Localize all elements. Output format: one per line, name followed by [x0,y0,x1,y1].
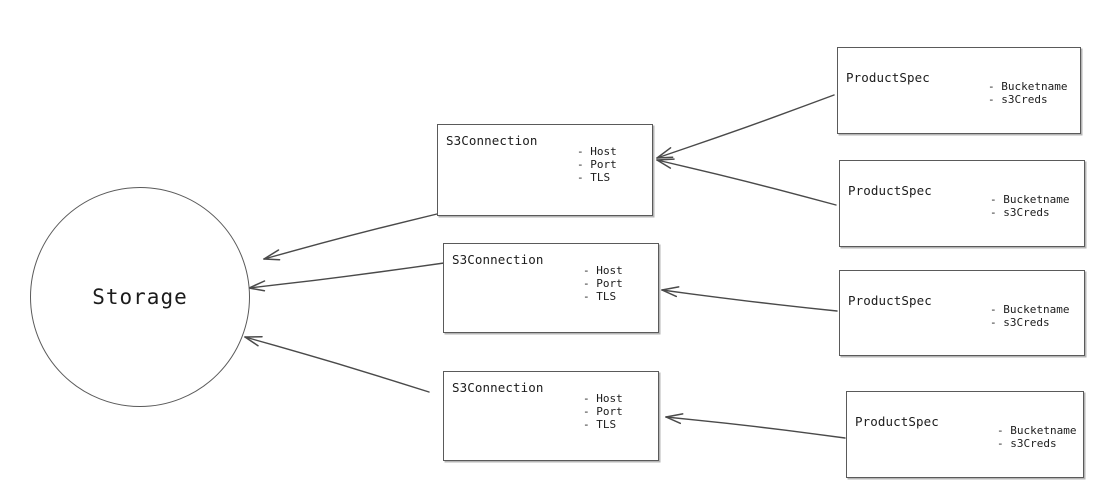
connection-box-1-attr-3: - TLS [577,171,611,184]
spec-box-4-attr-1: - Bucketname [997,424,1077,437]
spec-box-3-attr-2: - s3Creds [990,316,1050,329]
arrow-spec4-to-conn3 [665,413,846,439]
arrow-conn2-to-storage [248,262,445,292]
connection-box-3-title: S3Connection [452,380,544,395]
connection-box-1-attributes: - Host- Port- TLS [577,145,617,184]
spec-box-4-attr-2: - s3Creds [997,437,1057,450]
connection-box-2-attr-2: - Port [583,277,623,290]
connection-box-2-attributes: - Host- Port- TLS [583,264,623,303]
connection-box-1-attr-1: - Host [577,145,617,158]
arrow-spec2-to-conn1 [656,158,837,206]
spec-box-4-attributes: - Bucketname- s3Creds [997,424,1076,450]
spec-box-1-attr-1: - Bucketname [988,80,1068,93]
spec-box-3-title: ProductSpec [848,293,932,308]
spec-box-1[interactable]: ProductSpec - Bucketname- s3Creds [837,47,1081,134]
arrow-spec3-to-conn2 [661,286,838,312]
spec-box-3-attributes: - Bucketname- s3Creds [990,303,1069,329]
connection-box-3-attributes: - Host- Port- TLS [583,392,623,431]
arrow-conn1-to-storage [263,213,438,261]
spec-box-2-attr-2: - s3Creds [990,206,1050,219]
spec-box-2-attributes: - Bucketname- s3Creds [990,193,1069,219]
spec-box-3-attr-1: - Bucketname [990,303,1070,316]
arrow-spec1-to-conn1 [656,94,835,159]
connection-box-1[interactable]: S3Connection - Host- Port- TLS [437,124,653,216]
connection-box-2-attr-3: - TLS [583,290,617,303]
spec-box-2-attr-1: - Bucketname [990,193,1070,206]
spec-box-2[interactable]: ProductSpec - Bucketname- s3Creds [839,160,1085,247]
arrow-conn3-to-storage [244,336,430,393]
spec-box-3[interactable]: ProductSpec - Bucketname- s3Creds [839,270,1085,356]
spec-box-2-title: ProductSpec [848,183,932,198]
connection-box-2-attr-1: - Host [583,264,623,277]
storage-node[interactable]: Storage [30,187,250,407]
connection-box-2[interactable]: S3Connection - Host- Port- TLS [443,243,659,333]
connection-box-3[interactable]: S3Connection - Host- Port- TLS [443,371,659,461]
spec-box-4[interactable]: ProductSpec - Bucketname- s3Creds [846,391,1084,478]
spec-box-1-attributes: - Bucketname- s3Creds [988,80,1067,106]
connection-box-2-title: S3Connection [452,252,544,267]
connection-box-1-attr-2: - Port [577,158,617,171]
connection-box-3-attr-1: - Host [583,392,623,405]
connection-box-1-title: S3Connection [446,133,538,148]
connection-box-3-attr-3: - TLS [583,418,617,431]
spec-box-1-attr-2: - s3Creds [988,93,1048,106]
connection-box-3-attr-2: - Port [583,405,623,418]
spec-box-1-title: ProductSpec [846,70,930,85]
storage-node-label: Storage [92,285,188,309]
spec-box-4-title: ProductSpec [855,414,939,429]
